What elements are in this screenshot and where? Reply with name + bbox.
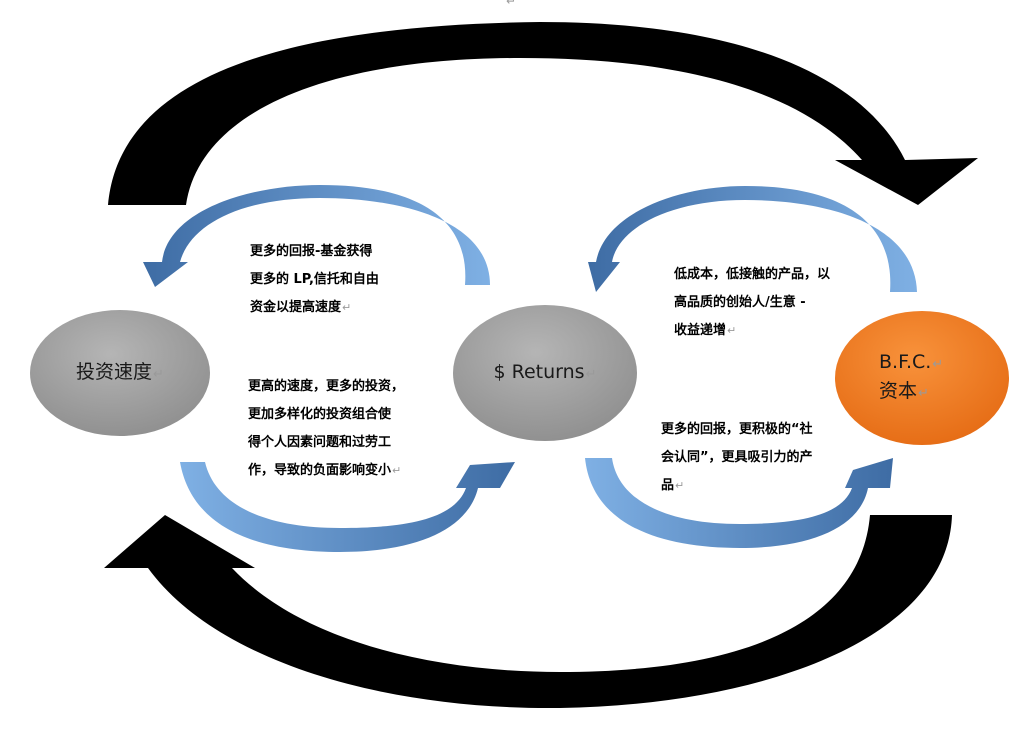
node-returns-text: $ Returns [493, 360, 585, 383]
blue-arrow-bottom-left [180, 462, 515, 552]
caption-line: 更高的速度，更多的投资， [248, 379, 405, 394]
caption-line: 低成本，低接触的产品，以 [674, 267, 831, 282]
caption-top-right: 低成本，低接触的产品，以 高品质的创始人/生意 - 收益递增↵ [674, 261, 830, 345]
paragraph-mark: ↵ [585, 366, 597, 382]
paragraph-mark: ↵ [932, 357, 944, 372]
stray-paragraph-mark: ↵ [506, 0, 517, 8]
caption-bottom-left: 更高的速度，更多的投资， 更加多样化的投资组合使 得个人因素问题和过劳工 作，导… [248, 373, 404, 485]
caption-text: 收益递增 [674, 323, 727, 338]
node-returns: $ Returns↵ [453, 305, 637, 441]
caption-line: 高品质的创始人/生意 - [674, 295, 806, 310]
node-bfc-line2: 资本↵ [879, 378, 929, 407]
black-arrow-bottom [104, 515, 952, 709]
node-speed-shape [30, 310, 210, 436]
node-returns-label: $ Returns↵ [494, 359, 597, 388]
caption-line: 收益递增↵ [674, 317, 830, 345]
blue-arrow-bottom-right [585, 458, 893, 548]
caption-line: 更加多样化的投资组合使 [248, 407, 392, 422]
black-arrow-top [108, 22, 978, 205]
caption-line: 资金以提高速度↵ [250, 294, 379, 322]
node-speed-label: 投资速度↵ [76, 359, 164, 388]
caption-line: 更多的回报-基金获得 [250, 244, 373, 259]
paragraph-mark: ↵ [153, 366, 164, 382]
paragraph-mark: ↵ [727, 324, 737, 337]
caption-line: 会认同”，更具吸引力的产 [661, 450, 813, 465]
node-bfc-text-1: B.F.C. [879, 351, 932, 373]
caption-top-left: 更多的回报-基金获得 更多的 LP,信托和自由 资金以提高速度↵ [250, 238, 379, 322]
blue-arrow-top-left [143, 185, 490, 287]
caption-line: 更多的 LP,信托和自由 [250, 272, 379, 287]
node-bfc-text-2: 资本 [879, 380, 918, 402]
node-bfc-shape [835, 311, 1009, 445]
node-bfc-line1: B.F.C.↵ [879, 349, 943, 378]
node-returns-shape [453, 305, 637, 441]
caption-text: 品 [661, 478, 675, 493]
node-speed: 投资速度↵ [30, 310, 210, 436]
node-bfc: B.F.C.↵ 资本↵ [835, 311, 1009, 445]
caption-text: 资金以提高速度 [250, 300, 342, 315]
caption-line: 更多的回报，更积极的“社 [661, 422, 813, 437]
paragraph-mark: ↵ [675, 479, 685, 492]
paragraph-mark: ↵ [392, 464, 402, 477]
caption-bottom-right: 更多的回报，更积极的“社 会认同”，更具吸引力的产 品↵ [661, 416, 813, 500]
caption-line: 得个人因素问题和过劳工 [248, 435, 392, 450]
paragraph-mark: ↵ [918, 386, 929, 401]
paragraph-mark: ↵ [342, 301, 352, 314]
caption-line: 作，导致的负面影响变小↵ [248, 457, 404, 485]
caption-line: 品↵ [661, 472, 813, 500]
node-speed-text: 投资速度 [76, 360, 153, 383]
caption-text: 作，导致的负面影响变小 [248, 463, 392, 478]
